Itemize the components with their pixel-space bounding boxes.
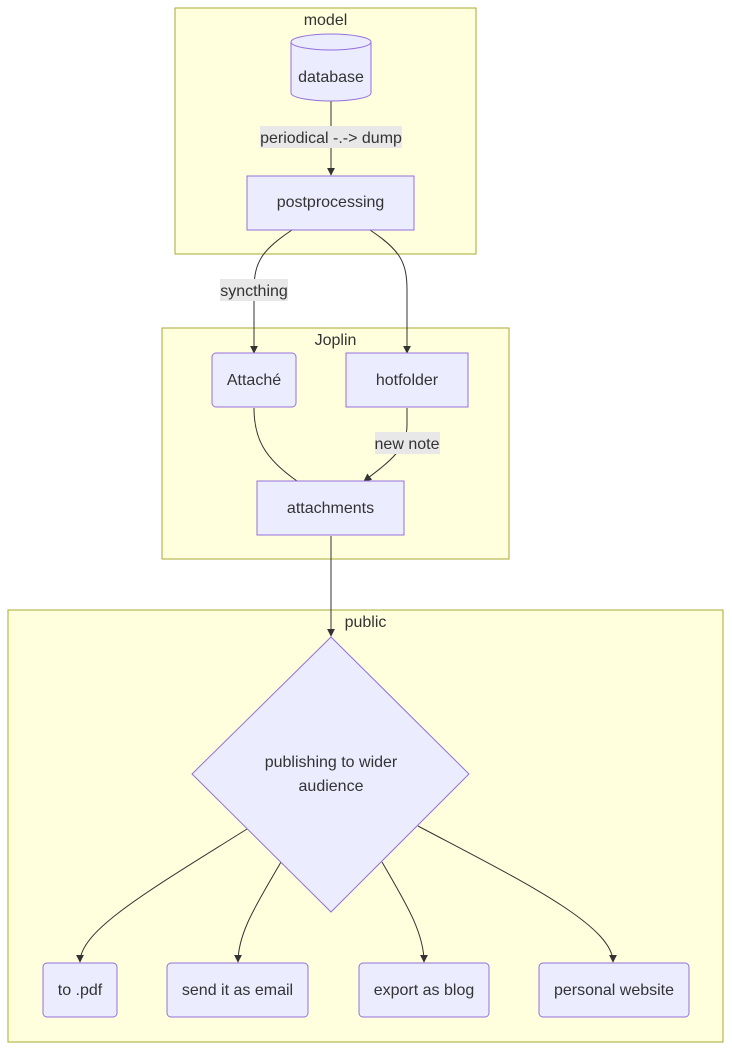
node-database: database <box>290 33 372 102</box>
edges <box>76 101 617 963</box>
node-to-pdf-label: to .pdf <box>58 982 103 999</box>
edge-publishing-blog <box>381 861 428 963</box>
edge-attache-attachments <box>253 407 298 482</box>
node-hotfolder: hotfolder <box>345 352 469 408</box>
node-hotfolder-label: hotfolder <box>376 372 439 389</box>
node-attache: Attaché <box>211 352 297 408</box>
node-publishing-decision: publishing to wider audience <box>191 636 470 913</box>
edge-label-periodical-dump-text: periodical -.-> dump <box>260 130 402 147</box>
node-to-pdf: to .pdf <box>42 962 118 1018</box>
edge-postprocessing-hotfolder <box>369 229 411 354</box>
node-database-label: database <box>298 69 364 86</box>
edge-label-periodical-dump: periodical -.-> dump <box>260 126 402 148</box>
edge-label-syncthing-text: syncthing <box>220 283 288 300</box>
cluster-public-label: public <box>345 614 387 631</box>
edge-label-new-note-text: new note <box>375 436 440 453</box>
node-attachments: attachments <box>256 480 405 536</box>
node-export-blog: export as blog <box>358 962 490 1018</box>
node-publishing-label-line1: publishing to wider <box>265 754 398 771</box>
node-send-email-label: send it as email <box>182 982 293 999</box>
node-export-blog-label: export as blog <box>374 982 475 999</box>
cluster-model-label: model <box>304 12 348 29</box>
edge-publishing-email <box>234 861 282 963</box>
node-publishing-label-line2: audience <box>299 778 364 795</box>
node-personal-website: personal website <box>538 962 690 1018</box>
edge-publishing-pdf <box>76 828 248 963</box>
node-postprocessing: postprocessing <box>246 175 415 231</box>
edge-label-new-note: new note <box>375 432 440 454</box>
node-send-email: send it as email <box>166 962 309 1018</box>
node-personal-website-label: personal website <box>554 982 674 999</box>
cluster-joplin-label: Joplin <box>315 332 357 349</box>
node-attache-label: Attaché <box>227 372 281 389</box>
edge-publishing-website <box>417 825 617 963</box>
node-attachments-label: attachments <box>287 500 374 517</box>
node-postprocessing-label: postprocessing <box>277 194 385 211</box>
edge-label-syncthing: syncthing <box>220 279 288 301</box>
